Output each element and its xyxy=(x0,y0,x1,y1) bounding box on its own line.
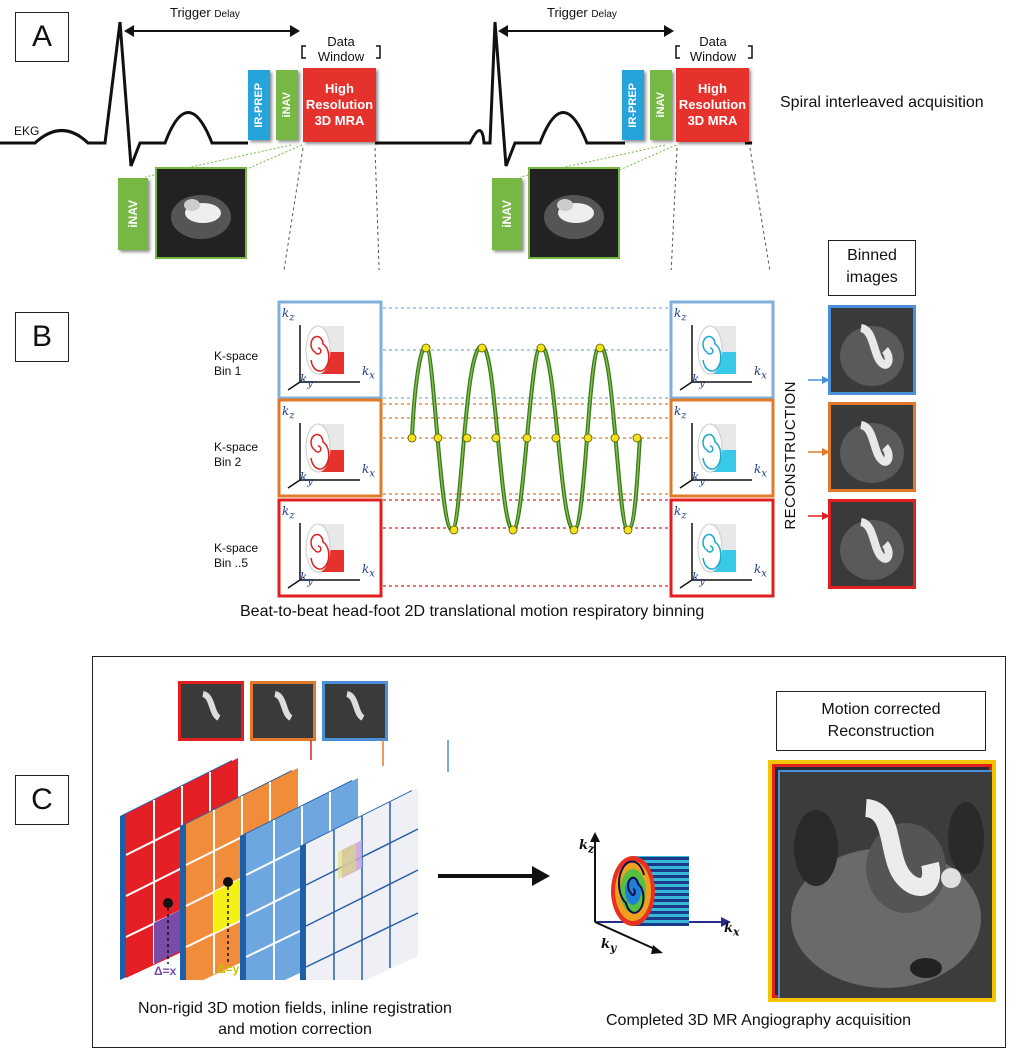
data-window-label-1: Data Window xyxy=(305,34,377,64)
caption-c-right: Completed 3D MR Angiography acquisition xyxy=(606,1012,912,1029)
mri-sketch xyxy=(325,684,385,738)
sample-dot xyxy=(536,343,546,353)
data-window-line1: Data xyxy=(327,34,355,49)
kz-label: kz xyxy=(579,838,595,856)
trigger-delay-label-2: Trigger Delay xyxy=(547,5,617,20)
sample-dot xyxy=(407,433,417,443)
motion-corrected-image xyxy=(768,760,996,1002)
high-res-mra-block: High Resolution 3D MRA xyxy=(303,68,376,142)
sample-dot xyxy=(421,343,431,353)
sample-dot xyxy=(433,433,443,443)
ekg-trace xyxy=(0,21,771,270)
sample-dot xyxy=(491,433,501,443)
mri-sketch xyxy=(831,502,913,586)
data-window-label-2: Data Window xyxy=(677,34,749,64)
trigger-main: Trigger xyxy=(170,5,211,20)
sample-dot xyxy=(569,525,579,535)
kspace-cylinder-left-3 xyxy=(287,523,360,589)
inav-image xyxy=(528,167,620,259)
kspace-cylinder-left-2 xyxy=(287,423,360,489)
kspace-cylinder-right-1 xyxy=(679,325,752,391)
binned-image-2 xyxy=(828,402,916,492)
sample-dot xyxy=(595,343,605,353)
panel-label-c: C xyxy=(15,775,69,825)
sample-dot xyxy=(508,525,518,535)
kspace-bin-label-2: K-space Bin 2 xyxy=(214,440,259,469)
binned-image-1 xyxy=(828,305,916,395)
data-window-line2: Window xyxy=(689,49,737,64)
binned-images-title: Binned images xyxy=(828,240,916,296)
sample-dot xyxy=(522,433,532,443)
panel-label-b: B xyxy=(15,312,69,362)
high-res-mra-block: High Resolution 3D MRA xyxy=(676,68,749,142)
delta-y-label: Δ=y xyxy=(217,962,240,976)
completed-kspace-cylinder xyxy=(590,832,731,954)
inav-image xyxy=(155,167,247,259)
inav-heart-sketch xyxy=(530,169,618,257)
delta-x-label: Δ=x xyxy=(154,964,177,978)
inav-zoom-block: iNAV xyxy=(118,178,148,250)
sample-dot xyxy=(477,343,487,353)
mri-sketch xyxy=(253,684,313,738)
sample-dot xyxy=(610,433,620,443)
bin-thumb-orange xyxy=(250,681,316,741)
caption-c-left: Non-rigid 3D motion fields, inline regis… xyxy=(138,1000,452,1038)
mri-sketch xyxy=(831,308,913,392)
sample-dot xyxy=(623,525,633,535)
sample-dot xyxy=(462,433,472,443)
data-window-line2: Window xyxy=(317,49,365,64)
trigger-sub: Delay xyxy=(591,9,617,20)
binned-image-3 xyxy=(828,499,916,589)
reconstruction-label: RECONSTRUCTION xyxy=(782,380,799,530)
binning-caption: Beat-to-beat head-foot 2D translational … xyxy=(240,603,705,620)
binning-diagram xyxy=(277,300,830,598)
kspace-bin-label-1: K-space Bin 1 xyxy=(214,349,259,378)
trigger-delay-label-1: Trigger Delay xyxy=(170,5,240,20)
sample-dot xyxy=(583,433,593,443)
kspace-cylinder-left-1 xyxy=(287,325,360,391)
data-window-line1: Data xyxy=(699,34,727,49)
motion-corrected-title: Motion corrected Reconstruction xyxy=(776,691,986,751)
bin-thumb-red xyxy=(178,681,244,741)
inav-block: iNAV xyxy=(276,70,298,140)
mri-sketch xyxy=(778,770,992,998)
panel-label-a: A xyxy=(15,12,69,62)
sample-dot xyxy=(632,433,642,443)
inav-heart-sketch xyxy=(157,169,245,257)
bin-thumb-blue xyxy=(322,681,388,741)
mri-sketch xyxy=(831,405,913,489)
kspace-bin-label-3: K-space Bin ..5 xyxy=(214,541,259,570)
spiral-acquisition-note: Spiral interleaved acquisition xyxy=(780,94,984,111)
trigger-main: Trigger xyxy=(547,5,588,20)
kspace-cylinder-right-2 xyxy=(679,423,752,489)
panel-c-box xyxy=(92,656,1006,1048)
ekg-label: EKG xyxy=(14,124,40,138)
inav-block: iNAV xyxy=(650,70,672,140)
ir-prep-block: IR-PREP xyxy=(248,70,270,140)
inav-zoom-block: iNAV xyxy=(492,178,522,250)
kx-label: kx xyxy=(724,921,740,939)
sample-dot xyxy=(551,433,561,443)
ky-label: ky xyxy=(601,937,617,955)
sample-dot xyxy=(449,525,459,535)
ir-prep-block: IR-PREP xyxy=(622,70,644,140)
motion-field-grids xyxy=(120,740,550,980)
kspace-cylinder-right-3 xyxy=(679,523,752,589)
mri-sketch xyxy=(181,684,241,738)
trigger-sub: Delay xyxy=(214,9,240,20)
